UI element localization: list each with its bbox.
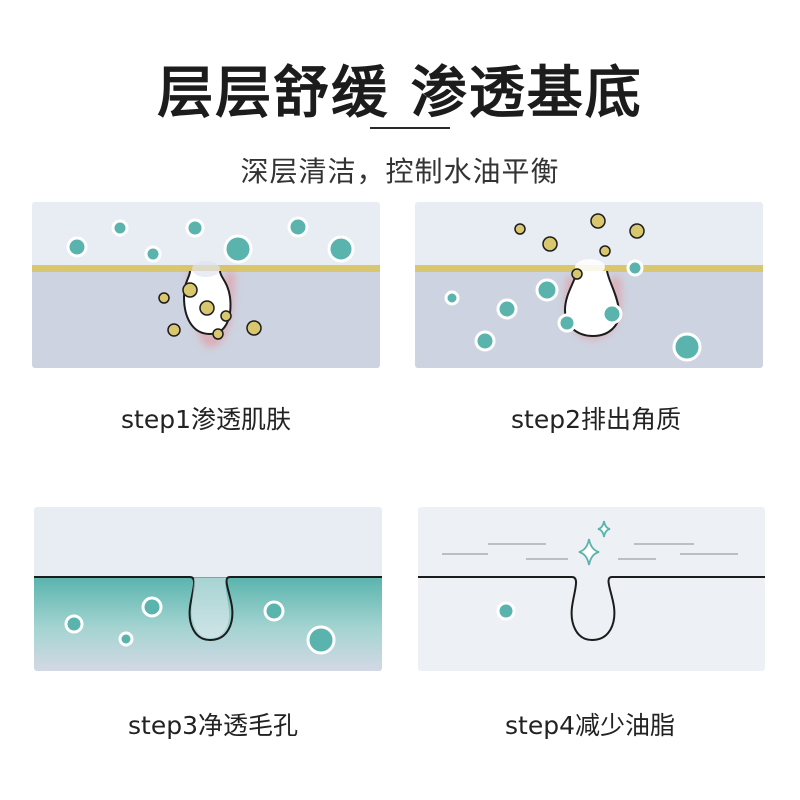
water-droplets (66, 216, 355, 264)
water-droplets (444, 259, 702, 362)
oil-particles (158, 282, 262, 340)
page-subtitle: 深层清洁，控制水油平衡 (240, 155, 560, 188)
step1-label: step1渗透肌肤 (121, 405, 291, 434)
title-divider (370, 127, 450, 129)
step3-label: step3净透毛孔 (128, 711, 298, 740)
water-droplets (64, 596, 336, 655)
page-title: 层层舒缓 渗透基底 (157, 61, 643, 126)
sky-background (418, 507, 765, 671)
pore-icon (418, 576, 765, 642)
oil-particles (514, 213, 645, 280)
step1-illustration (32, 202, 380, 368)
step2-illustration (415, 202, 763, 368)
step2-label: step2排出角质 (511, 405, 681, 434)
step4-label: step4减少油脂 (505, 711, 675, 740)
step3-illustration (34, 507, 382, 671)
clean-surface-lines (442, 543, 738, 560)
step4-illustration (418, 507, 765, 671)
sparkle-icon (578, 520, 611, 566)
water-droplet (496, 601, 516, 621)
pore-icon (34, 576, 382, 642)
